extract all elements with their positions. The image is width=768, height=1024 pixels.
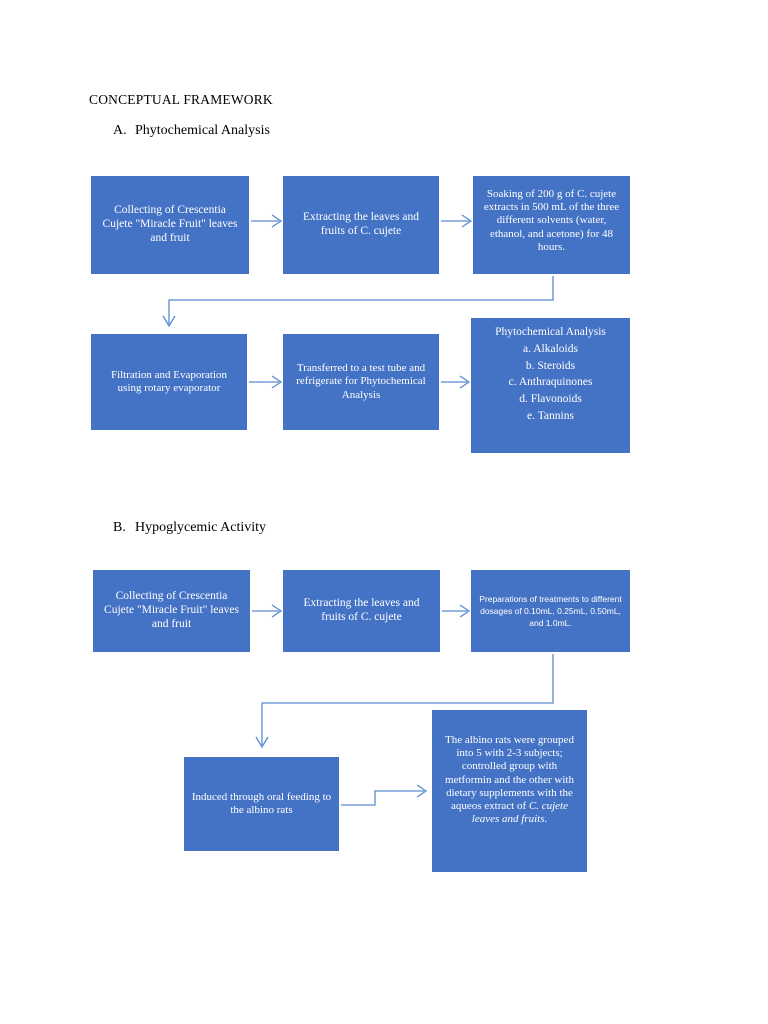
box-filtration-text: Filtration and Evaporation using rotary … <box>110 368 228 394</box>
arrow-right-icon <box>249 375 283 389</box>
analysis-item: d. Flavonoids <box>519 393 582 406</box>
section-b-label: Hypoglycemic Activity <box>135 520 267 535</box>
section-a-heading: A. Phytochemical Analysis <box>113 123 270 139</box>
albino-italic: C. cujete leaves and fruits. <box>471 799 568 826</box>
analysis-item: a. Alkaloids <box>523 342 578 355</box>
analysis-item: e. Tannins <box>527 409 574 422</box>
box-filtration[interactable]: Filtration and Evaporation using rotary … <box>91 334 247 430</box>
analysis-item: c. Anthraquinones <box>508 376 593 389</box>
arrow-right-icon <box>441 214 473 228</box>
box-collecting-a[interactable]: Collecting of Crescentia Cujete "Miracle… <box>91 176 249 274</box>
box-induced-oral-feeding[interactable]: Induced through oral feeding to the albi… <box>184 757 339 851</box>
analysis-title: Phytochemical Analysis <box>495 326 606 338</box>
box-transferred-text: Transferred to a test tube and refrigera… <box>296 362 426 401</box>
arrow-right-icon <box>442 604 471 618</box>
section-a-label: Phytochemical Analysis <box>135 123 270 138</box>
box-collecting-a-text: Collecting of Crescentia Cujete "Miracle… <box>102 204 238 244</box>
box-preparations[interactable]: Preparations of treatments to different … <box>471 570 630 652</box>
box-collecting-b-text: Collecting of Crescentia Cujete "Miracle… <box>104 590 239 630</box>
box-extracting-b[interactable]: Extracting the leaves and fruits of C. c… <box>283 570 440 652</box>
stepped-arrow-right-icon <box>341 784 428 806</box>
section-b-heading: B. Hypoglycemic Activity <box>113 520 266 536</box>
box-soaking[interactable]: Soaking of 200 g of C. cujete extracts i… <box>473 176 630 274</box>
box-preparations-text: Preparations of treatments to different … <box>479 593 622 629</box>
box-albino-rats-grouping[interactable]: The albino rats were grouped into 5 with… <box>432 710 587 872</box>
section-a-letter: A. <box>113 123 127 138</box>
page-title: CONCEPTUAL FRAMEWORK <box>89 92 273 107</box>
box-transferred[interactable]: Transferred to a test tube and refrigera… <box>283 334 439 430</box>
box-collecting-b[interactable]: Collecting of Crescentia Cujete "Miracle… <box>93 570 250 652</box>
box-extracting-a-text: Extracting the leaves and fruits of C. c… <box>303 211 419 237</box>
box-soaking-text: Soaking of 200 g of C. cujete extracts i… <box>483 188 620 253</box>
analysis-item: b. Steroids <box>525 359 576 372</box>
section-b-letter: B. <box>113 520 126 535</box>
box-albino-rats-text: The albino rats were grouped into 5 with… <box>439 734 580 826</box>
arrow-right-icon <box>441 375 471 389</box>
arrow-right-icon <box>251 214 283 228</box>
box-phytochemical-analysis[interactable]: Phytochemical Analysis a. Alkaloids b. S… <box>471 318 630 453</box>
arrow-right-icon <box>252 604 283 618</box>
box-extracting-b-text: Extracting the leaves and fruits of C. c… <box>303 597 420 623</box>
box-extracting-a[interactable]: Extracting the leaves and fruits of C. c… <box>283 176 439 274</box>
box-induced-text: Induced through oral feeding to the albi… <box>191 790 332 816</box>
